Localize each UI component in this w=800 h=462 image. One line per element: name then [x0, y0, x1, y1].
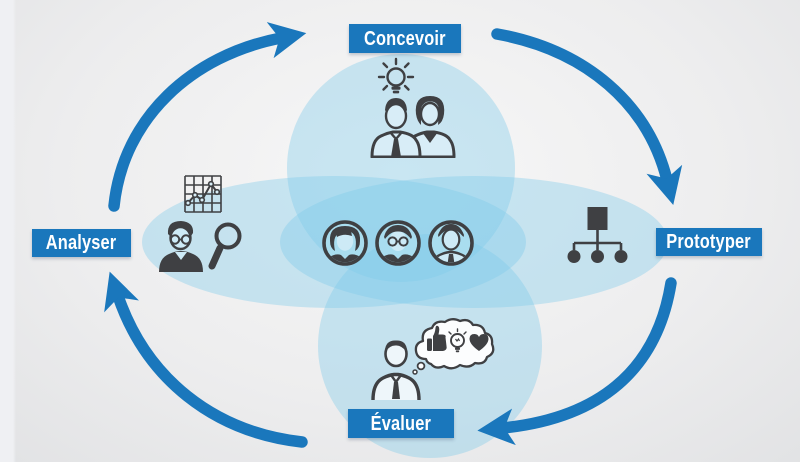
stage-label-prototyper-text: Prototyper	[666, 231, 752, 253]
hierarchy-tree-icon	[563, 207, 631, 270]
stage-label-concevoir: Concevoir	[349, 24, 461, 53]
arrow-prototyper-to-evaluer	[477, 277, 677, 446]
stage-label-analyser: Analyser	[32, 229, 131, 257]
evaluator-person-icon	[370, 337, 422, 402]
avatar-man-glasses-icon	[374, 219, 422, 267]
stage-label-analyser-text: Analyser	[46, 232, 117, 254]
team-man-woman-icon	[348, 90, 456, 159]
magnifier-icon	[206, 221, 244, 273]
heart-icon	[469, 334, 489, 351]
avatar-woman-icon	[321, 219, 369, 267]
thumbs-up-icon	[427, 325, 447, 351]
analyst-glasses-icon	[157, 216, 205, 272]
analytics-grid-chart-icon	[184, 175, 222, 213]
stage-label-prototyper: Prototyper	[656, 228, 762, 256]
stage-label-concevoir-text: Concevoir	[364, 27, 446, 50]
thought-bubble-dot	[416, 361, 426, 371]
idea-lightbulb-icon	[377, 56, 415, 98]
stage-label-evaluer-text: Évaluer	[370, 412, 432, 435]
arrow-analyser-to-concevoir	[108, 22, 307, 212]
avatar-man-icon	[427, 219, 475, 267]
arrow-concevoir-to-prototyper	[491, 28, 683, 205]
thought-bubble-dot	[412, 369, 418, 375]
thought-cloud-icon	[412, 317, 498, 375]
bulb-icon	[448, 328, 467, 353]
arrow-evaluer-to-analyser	[104, 271, 308, 448]
stage-label-evaluer: Évaluer	[348, 409, 454, 438]
